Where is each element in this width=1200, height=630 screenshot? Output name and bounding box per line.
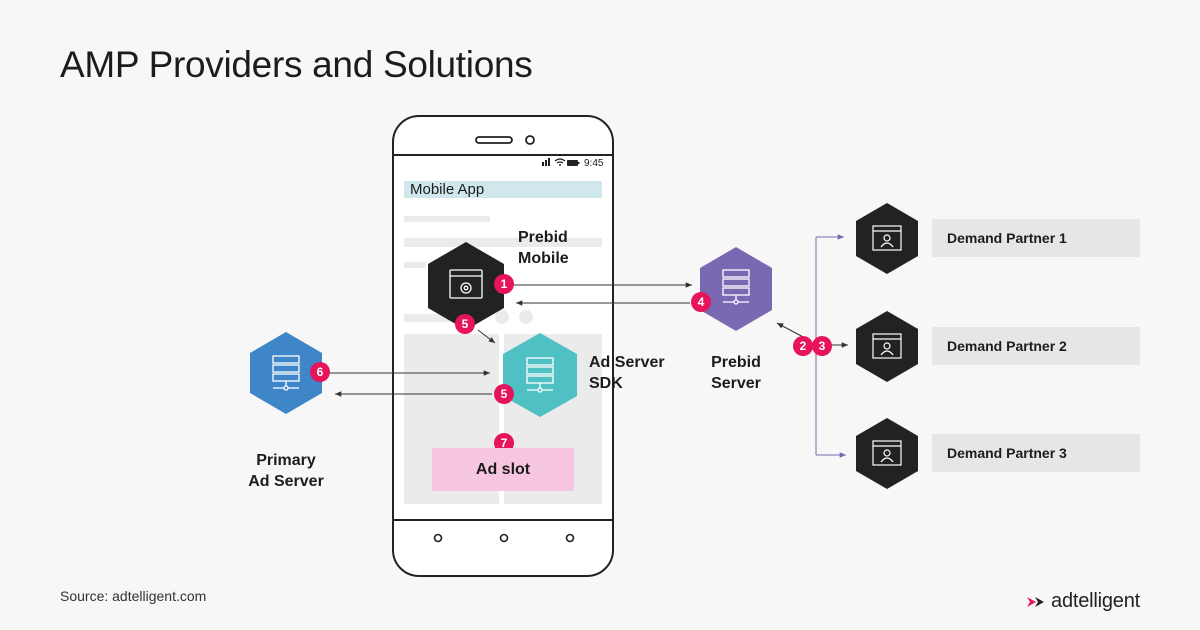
ad-slot: Ad slot bbox=[432, 448, 574, 491]
ad-server-sdk-label: Ad Server SDK bbox=[589, 354, 665, 392]
nav-button-right bbox=[565, 533, 575, 543]
step-badge-1: 1 bbox=[494, 274, 514, 294]
server-icon bbox=[272, 355, 300, 391]
demand-partner-1-box: Demand Partner 1 bbox=[932, 219, 1140, 257]
prebid-mobile-node bbox=[428, 242, 504, 330]
arrow-server-to-demand bbox=[776, 322, 806, 339]
nav-button-center bbox=[499, 533, 509, 543]
ad-server-sdk-node bbox=[503, 333, 577, 417]
logo-text: adtelligent bbox=[1051, 590, 1140, 612]
server-icon bbox=[526, 357, 554, 393]
front-camera bbox=[525, 135, 535, 145]
prebid-server-node bbox=[700, 247, 772, 331]
step-badge-6: 6 bbox=[310, 362, 330, 382]
browser-user-icon bbox=[872, 440, 902, 466]
step-badge-2: 2 bbox=[793, 336, 813, 356]
step-badge-5a: 5 bbox=[455, 314, 475, 334]
prebid-server-label: Prebid Server bbox=[711, 354, 761, 392]
page-title: AMP Providers and Solutions bbox=[60, 44, 533, 85]
arrow-prebid-mobile-to-sdk bbox=[477, 329, 496, 344]
step-badge-3: 3 bbox=[812, 336, 832, 356]
app-title-bar: Mobile App bbox=[404, 181, 602, 198]
primary-ad-server-node bbox=[250, 332, 322, 414]
demand-partner-2-node bbox=[856, 311, 918, 382]
svg-text:5: 5 bbox=[501, 387, 508, 401]
demand-partner-2-box: Demand Partner 2 bbox=[932, 327, 1140, 365]
server-icon bbox=[722, 269, 750, 305]
browser-gear-icon bbox=[449, 269, 483, 299]
brand-logo[interactable]: adtelligent bbox=[1027, 590, 1140, 613]
demand-partner-3-node bbox=[856, 418, 918, 489]
browser-user-icon bbox=[872, 333, 902, 359]
step-badge-4: 4 bbox=[691, 292, 711, 312]
status-time: 9:45 bbox=[584, 158, 604, 169]
svg-text:2: 2 bbox=[800, 339, 807, 353]
demand-partner-3-box: Demand Partner 3 bbox=[932, 434, 1140, 472]
source-note: Source: adtelligent.com bbox=[60, 588, 207, 604]
svg-text:4: 4 bbox=[698, 295, 705, 309]
connectors bbox=[330, 234, 848, 458]
svg-text:1: 1 bbox=[501, 277, 508, 291]
browser-user-icon bbox=[872, 225, 902, 251]
logo-mark-icon bbox=[1027, 596, 1045, 607]
speaker-grille bbox=[475, 136, 513, 144]
prebid-mobile-label: Prebid Mobile bbox=[518, 229, 569, 267]
step-badge-5b: 5 bbox=[494, 384, 514, 404]
primary-ad-server-label: Primary Ad Server bbox=[248, 452, 324, 490]
svg-text:3: 3 bbox=[819, 339, 826, 353]
status-icons bbox=[542, 158, 580, 166]
demand-partner-1-node bbox=[856, 203, 918, 274]
svg-text:7: 7 bbox=[501, 436, 508, 450]
nav-button-left bbox=[433, 533, 443, 543]
svg-text:6: 6 bbox=[317, 365, 324, 379]
svg-text:5: 5 bbox=[462, 317, 469, 331]
